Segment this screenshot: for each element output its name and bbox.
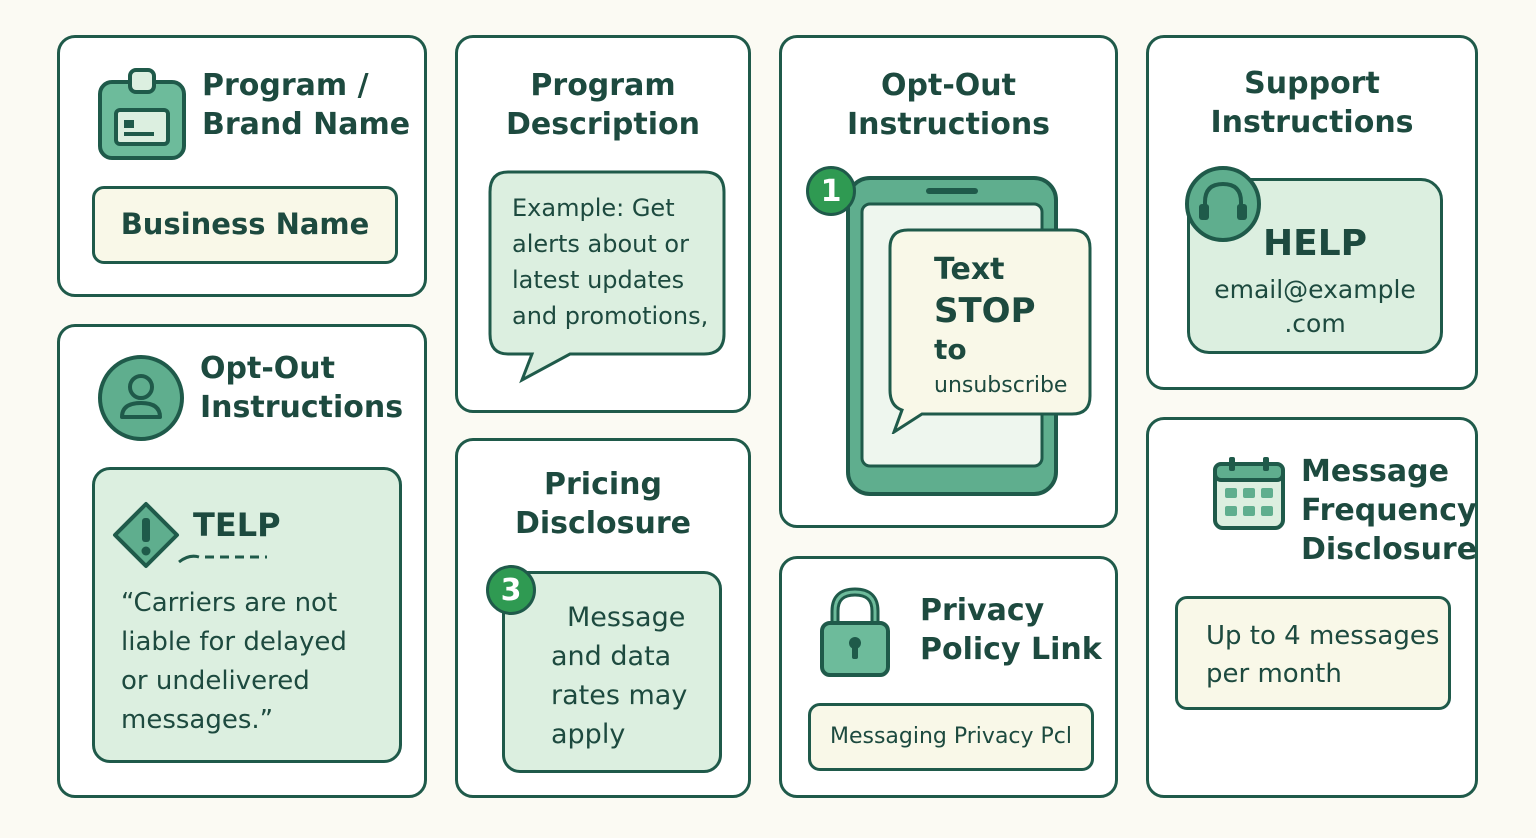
speech-bubble	[488, 170, 726, 384]
pricing-text-box: Message and data rates may apply	[502, 571, 722, 773]
carrier-notice-box: TELP “Carriers are not liable for delaye…	[92, 467, 402, 763]
card-message-frequency: Message Frequency Disclosure Up to 4 mes…	[1146, 417, 1478, 798]
card-optout-phone: Opt-Out Instructions 1 Text STOP to unsu…	[779, 35, 1118, 528]
card-privacy-policy: Privacy Policy Link Messaging Privacy Pc…	[779, 556, 1118, 798]
step-badge: 1	[806, 166, 856, 216]
description-example-text: Example: Get alerts about or latest upda…	[512, 194, 709, 330]
card-title: Support Instructions	[1210, 66, 1414, 140]
privacy-policy-link[interactable]: Messaging Privacy Pcl	[808, 703, 1094, 771]
dashed-underline	[178, 554, 267, 564]
card-title: Opt-Out Instructions	[200, 351, 404, 425]
card-title: Program Description	[505, 68, 701, 142]
card-program-description: Program Description Example: Get alerts …	[455, 35, 751, 413]
card-brand-name: Program / Brand Name Business Name	[57, 35, 427, 297]
speech-bubble	[888, 228, 1092, 434]
pricing-text: Message and data rates may apply	[551, 602, 688, 750]
warning-icon	[113, 502, 179, 568]
card-title: Message Frequency Disclosure	[1301, 454, 1478, 567]
card-optout-notice: Opt-Out Instructions TELP “Carriers are …	[57, 324, 427, 798]
card-title: Program / Brand Name	[202, 68, 411, 142]
card-title: Pricing Disclosure	[514, 467, 692, 541]
calendar-icon	[1213, 457, 1285, 530]
headset-icon	[1185, 166, 1261, 242]
step-badge: 3	[486, 565, 536, 615]
business-name-field: Business Name	[92, 186, 398, 264]
carrier-quote-text: “Carriers are not liable for delayed or …	[121, 588, 347, 735]
id-badge-icon	[98, 68, 186, 160]
optout-bubble-text: Text STOP to unsubscribe	[934, 252, 1068, 398]
card-pricing-disclosure: Pricing Disclosure Message and data rate…	[455, 438, 751, 798]
card-support-instructions: Support Instructions HELP email@example …	[1146, 35, 1478, 390]
card-title: Privacy Policy Link	[920, 593, 1102, 667]
user-icon	[98, 355, 184, 441]
frequency-field: Up to 4 messages per month	[1175, 596, 1451, 710]
lock-icon	[820, 587, 890, 677]
card-title: Opt-Out Instructions	[846, 68, 1051, 142]
